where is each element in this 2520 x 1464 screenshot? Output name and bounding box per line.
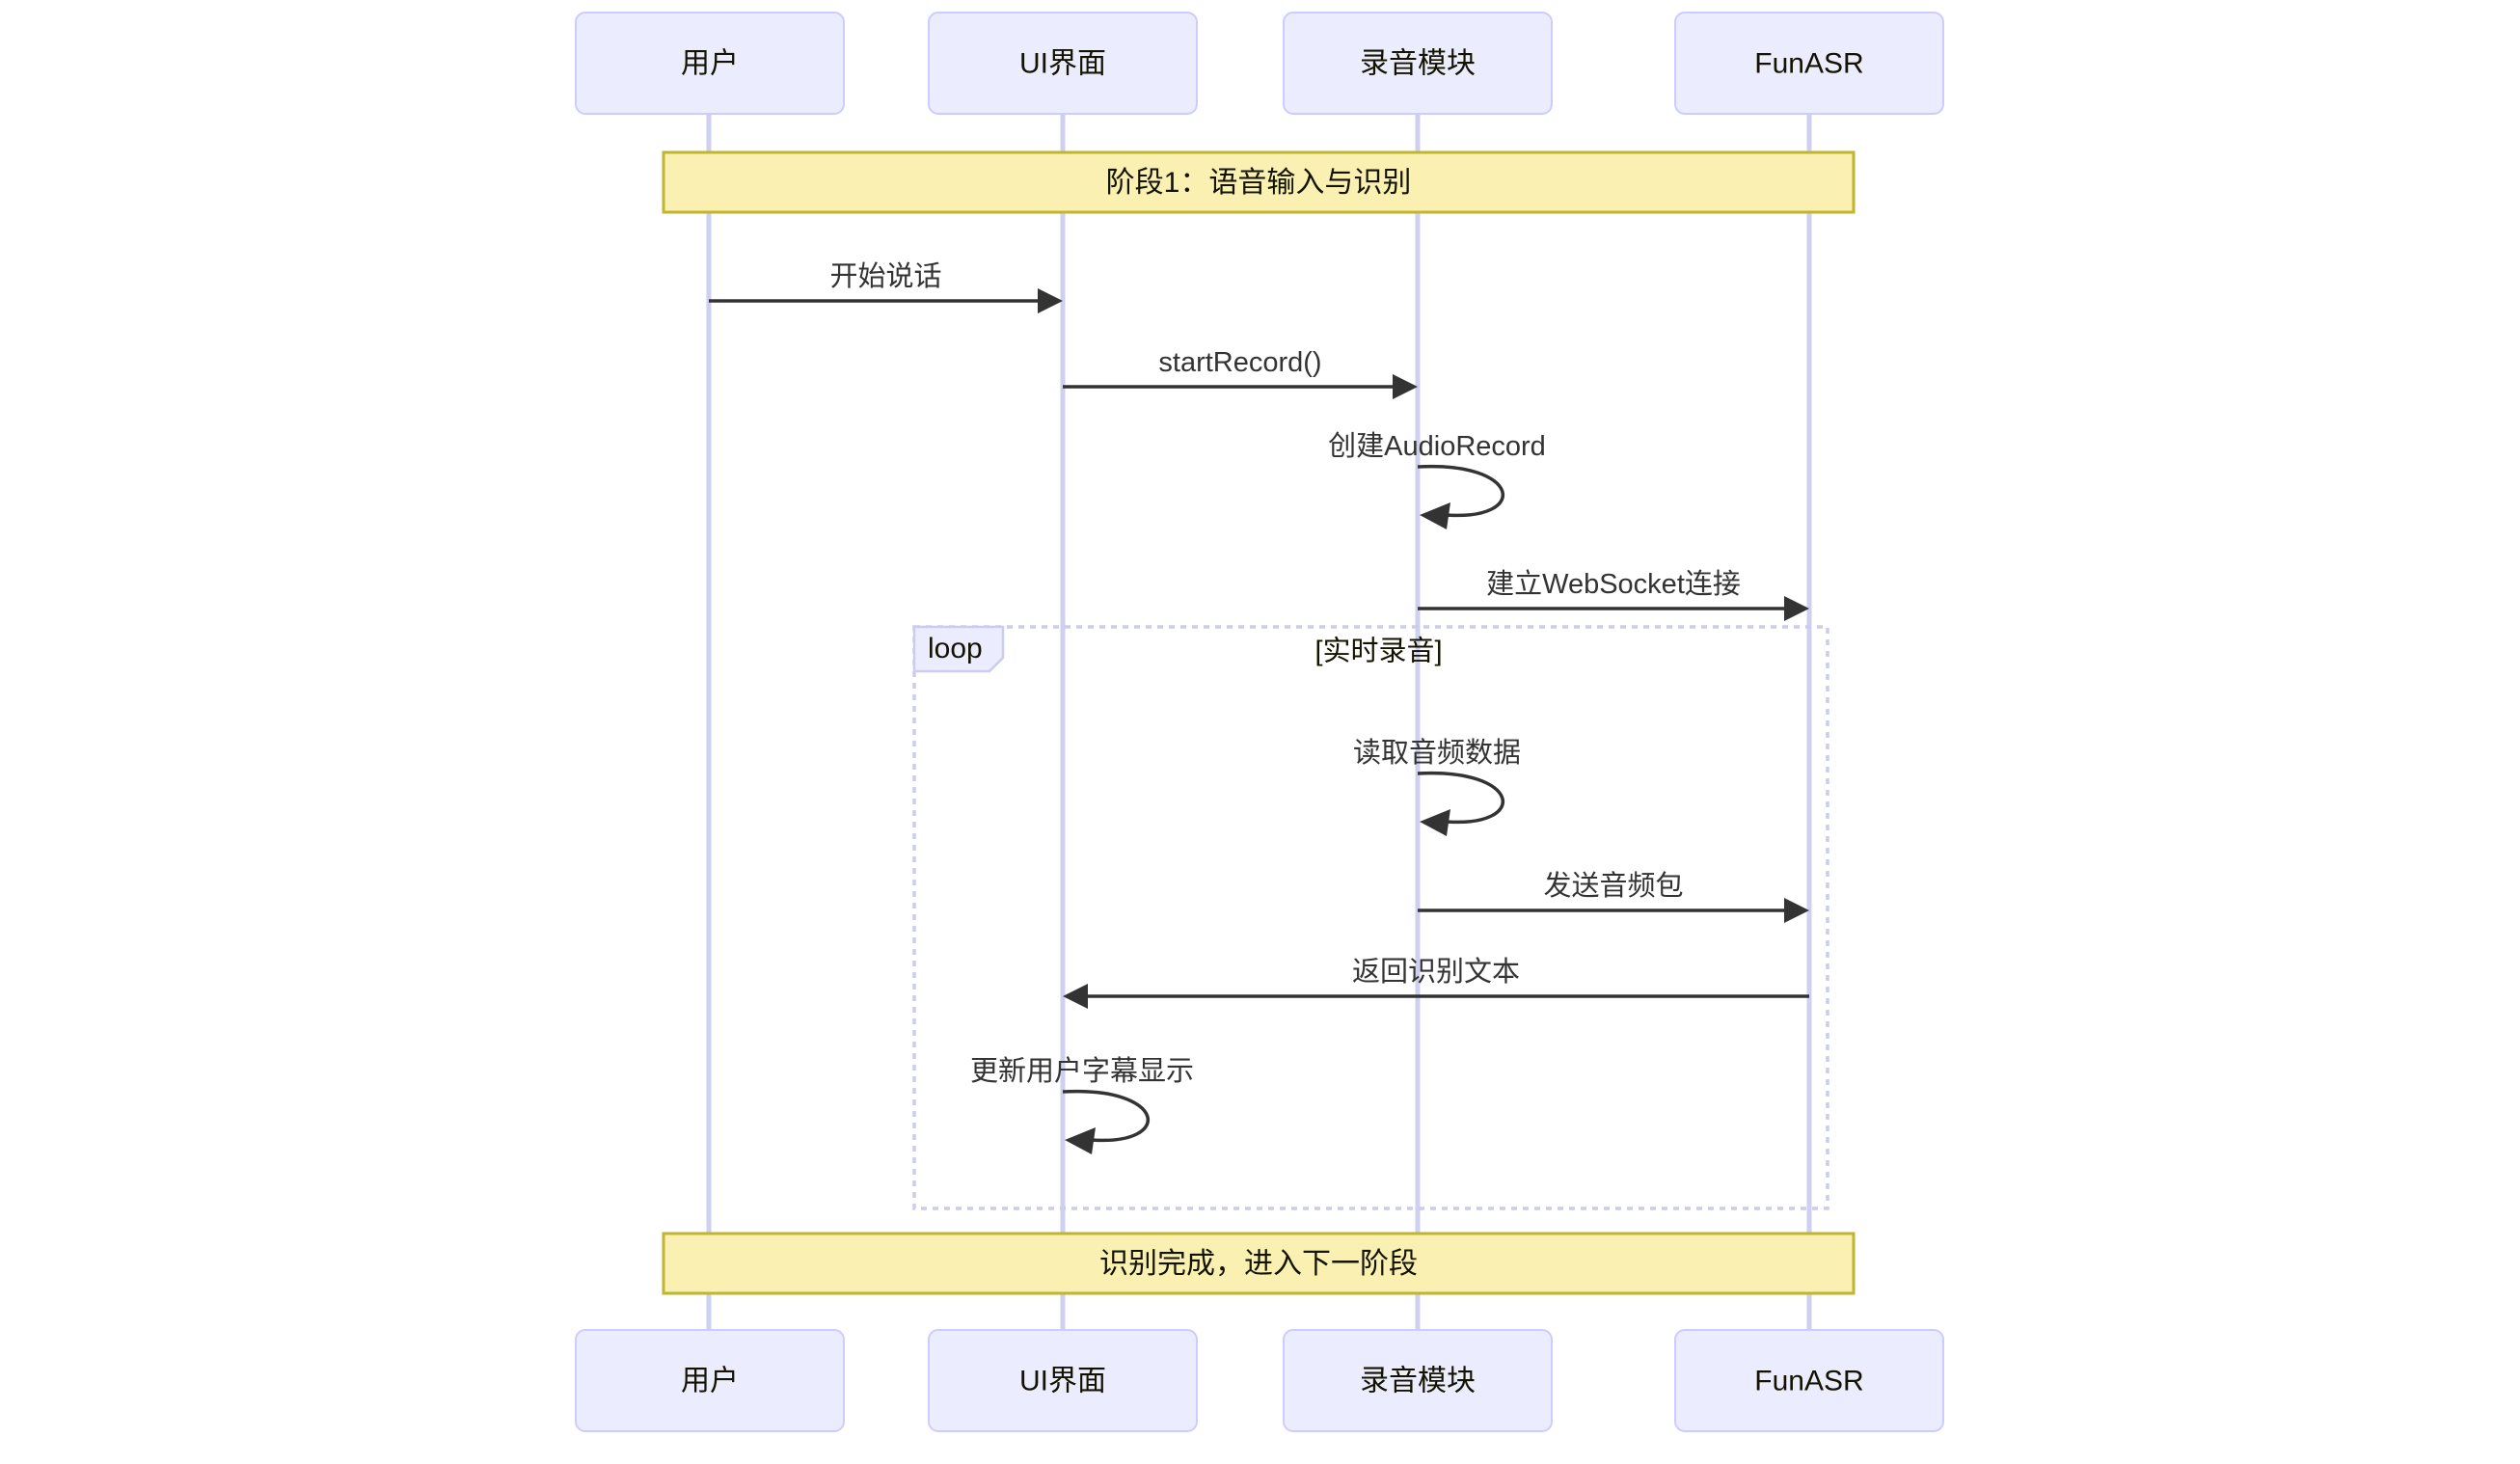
actor-box-funasr-top [1674, 12, 1944, 115]
message-label-m8: 更新用户字幕显示 [970, 1055, 1194, 1087]
actor-box-user-top [575, 12, 845, 115]
messages-layer: 开始说话 startRecord() 创建AudioRecord 建立WebSocke… [709, 260, 1809, 1154]
note-label-phase1-end: 识别完成，进入下一阶段 [1099, 1248, 1418, 1280]
actor-ui-bottom: UI界面 [928, 1329, 1198, 1432]
actor-box-funasr-bottom [1674, 1329, 1944, 1432]
actor-box-ui-top [928, 12, 1198, 115]
actor-label-user-top: 用户 [681, 47, 739, 79]
message-m3: 创建AudioRecord [1328, 430, 1546, 529]
note-phase1: 阶段1：语音输入与识别 [662, 150, 1856, 214]
lifelines-layer [706, 114, 1812, 1330]
note-phase1-end: 识别完成，进入下一阶段 [662, 1232, 1856, 1295]
selfloop-path-m8 [1062, 1089, 1150, 1143]
actor-label-funasr-bottom: FunASR [1754, 1365, 1863, 1396]
actor-user-top: 用户 [575, 12, 845, 115]
arrowhead-m5 [1420, 809, 1450, 836]
arrowhead-m7 [1063, 984, 1088, 1009]
message-m8: 更新用户字幕显示 [970, 1055, 1194, 1154]
selfloop-path-m3 [1417, 464, 1504, 518]
arrowhead-m2 [1393, 374, 1418, 399]
arrowhead-m1 [1038, 288, 1063, 313]
message-m2: startRecord() [1063, 347, 1418, 399]
arrowhead-m6 [1784, 898, 1809, 923]
note-box-phase1-end [662, 1232, 1856, 1295]
note-box-phase1 [662, 150, 1856, 214]
actor-user-bottom: 用户 [575, 1329, 845, 1432]
actor-recorder-bottom: 录音模块 [1283, 1329, 1553, 1432]
arrowhead-m4 [1784, 596, 1809, 621]
loop-tag-shape-realtime-record [912, 625, 1005, 673]
message-label-m5: 读取音频数据 [1353, 737, 1521, 769]
loop-frame-rect-realtime-record [912, 625, 1829, 1210]
selfloop-path-m5 [1417, 771, 1504, 825]
actor-box-ui-bottom [928, 1329, 1198, 1432]
arrowhead-m3 [1420, 502, 1450, 529]
actor-recorder-top: 录音模块 [1283, 12, 1553, 115]
message-m7: 返回识别文本 [1063, 956, 1809, 1009]
loop-frame-realtime-record: loop [实时录音] [912, 625, 1829, 1210]
message-label-m2: startRecord() [1158, 347, 1321, 378]
loop-condition-label-realtime-record: [实时录音] [1314, 636, 1442, 667]
actor-box-recorder-top [1283, 12, 1553, 115]
note-label-phase1: 阶段1：语音输入与识别 [1106, 167, 1412, 199]
actor-label-recorder-top: 录音模块 [1360, 47, 1476, 79]
actor-box-user-bottom [575, 1329, 845, 1432]
loop-tag-label-realtime-record: loop [928, 633, 983, 664]
message-label-m7: 返回识别文本 [1352, 956, 1520, 988]
message-label-m6: 发送音频包 [1543, 870, 1683, 902]
message-m4: 建立WebSocket连接 [1418, 568, 1809, 621]
actor-label-ui-top: UI界面 [1019, 47, 1106, 79]
actor-ui-top: UI界面 [928, 12, 1198, 115]
message-m6: 发送音频包 [1418, 870, 1809, 923]
message-m1: 开始说话 [709, 260, 1063, 313]
arrowhead-m8 [1065, 1127, 1096, 1154]
message-label-m1: 开始说话 [829, 260, 941, 292]
actor-label-recorder-bottom: 录音模块 [1360, 1365, 1476, 1396]
message-label-m4: 建立WebSocket连接 [1486, 568, 1741, 600]
actor-label-user-bottom: 用户 [681, 1365, 739, 1396]
actor-box-recorder-bottom [1283, 1329, 1553, 1432]
message-label-m3: 创建AudioRecord [1328, 430, 1546, 462]
message-m5: 读取音频数据 [1353, 737, 1521, 836]
actor-label-ui-bottom: UI界面 [1019, 1365, 1106, 1396]
actor-funasr-top: FunASR [1674, 12, 1944, 115]
actor-funasr-bottom: FunASR [1674, 1329, 1944, 1432]
actor-label-funasr-top: FunASR [1754, 47, 1863, 79]
loop-frames-layer: loop [实时录音] [912, 625, 1829, 1210]
